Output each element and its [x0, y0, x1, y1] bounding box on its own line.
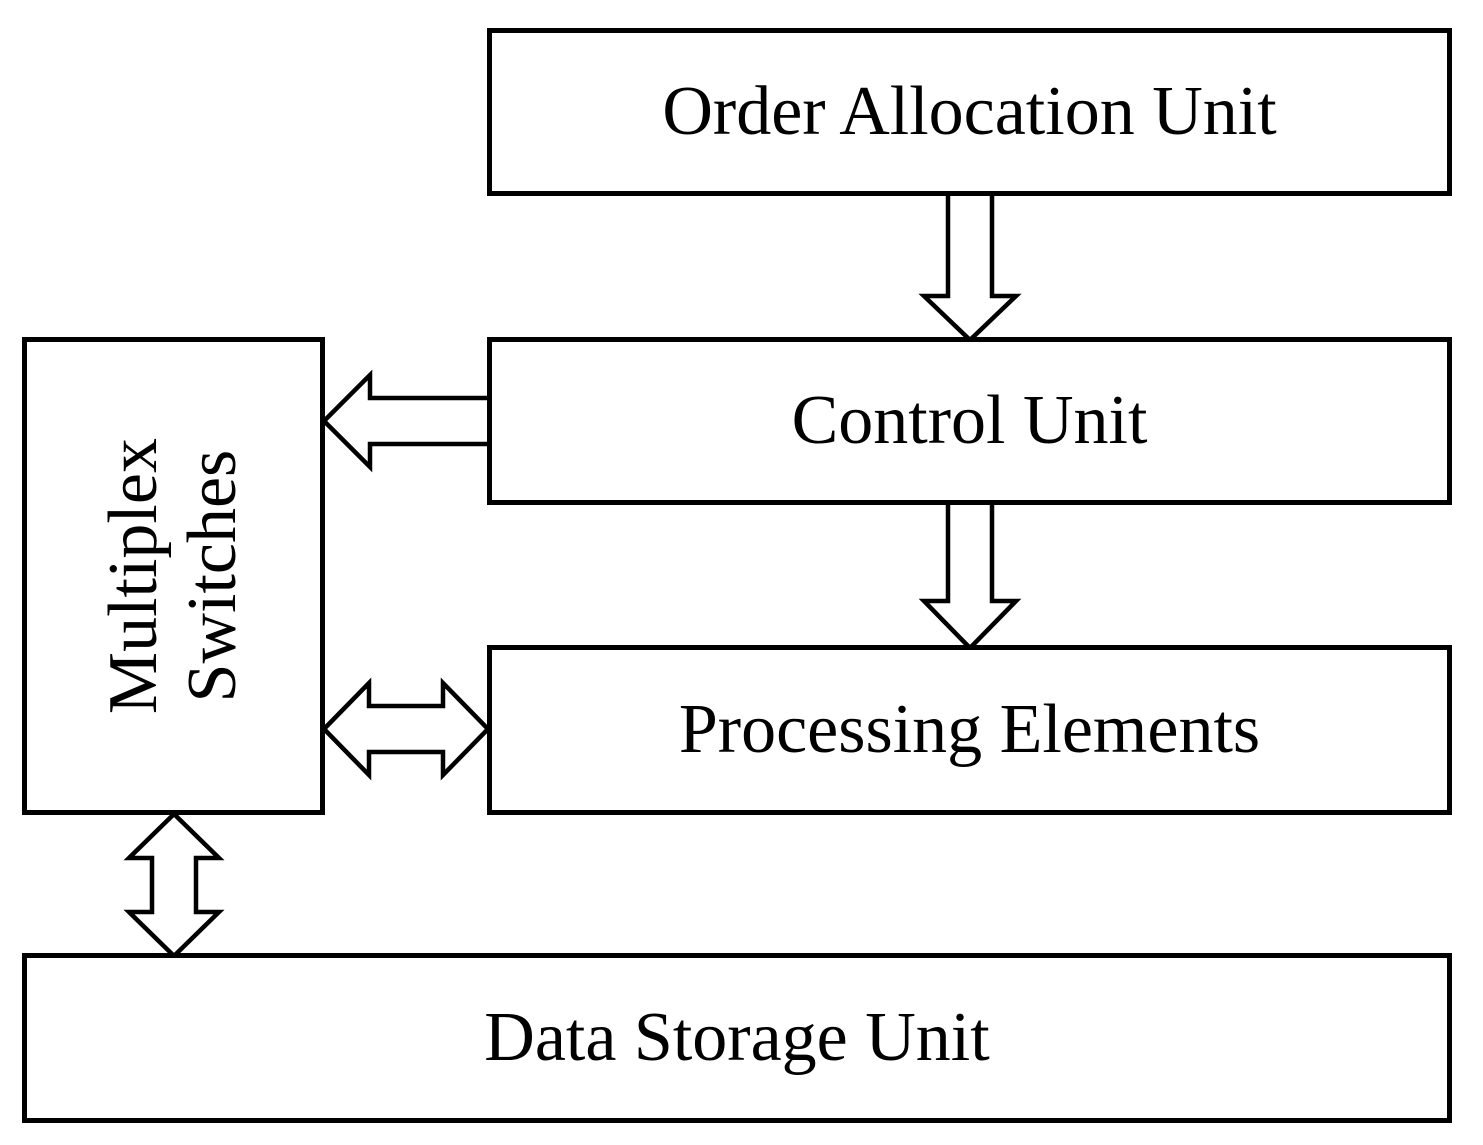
data-storage-unit-label: Data Storage Unit	[484, 999, 990, 1076]
arrow-order-to-control-icon	[918, 190, 1022, 344]
arrow-multiplex-processing-bidirectional-icon	[320, 677, 492, 781]
multiplex-switches-label-line2: Switches	[174, 449, 252, 703]
processing-elements-box: Processing Elements	[487, 645, 1452, 815]
arrow-control-to-multiplex-icon	[320, 369, 493, 473]
multiplex-switches-label: Multiplex Switches	[94, 438, 252, 714]
multiplex-switches-box: Multiplex Switches	[22, 337, 325, 815]
arrow-control-to-processing-icon	[918, 499, 1022, 652]
processing-elements-label: Processing Elements	[678, 691, 1261, 768]
multiplex-switches-label-line1: Multiplex	[95, 437, 173, 715]
order-allocation-unit-label: Order Allocation Unit	[662, 73, 1277, 150]
control-unit-label: Control Unit	[791, 382, 1148, 459]
data-storage-unit-box: Data Storage Unit	[22, 953, 1452, 1123]
control-unit-box: Control Unit	[487, 337, 1452, 505]
arrow-multiplex-storage-bidirectional-icon	[123, 810, 225, 960]
order-allocation-unit-box: Order Allocation Unit	[487, 28, 1452, 196]
